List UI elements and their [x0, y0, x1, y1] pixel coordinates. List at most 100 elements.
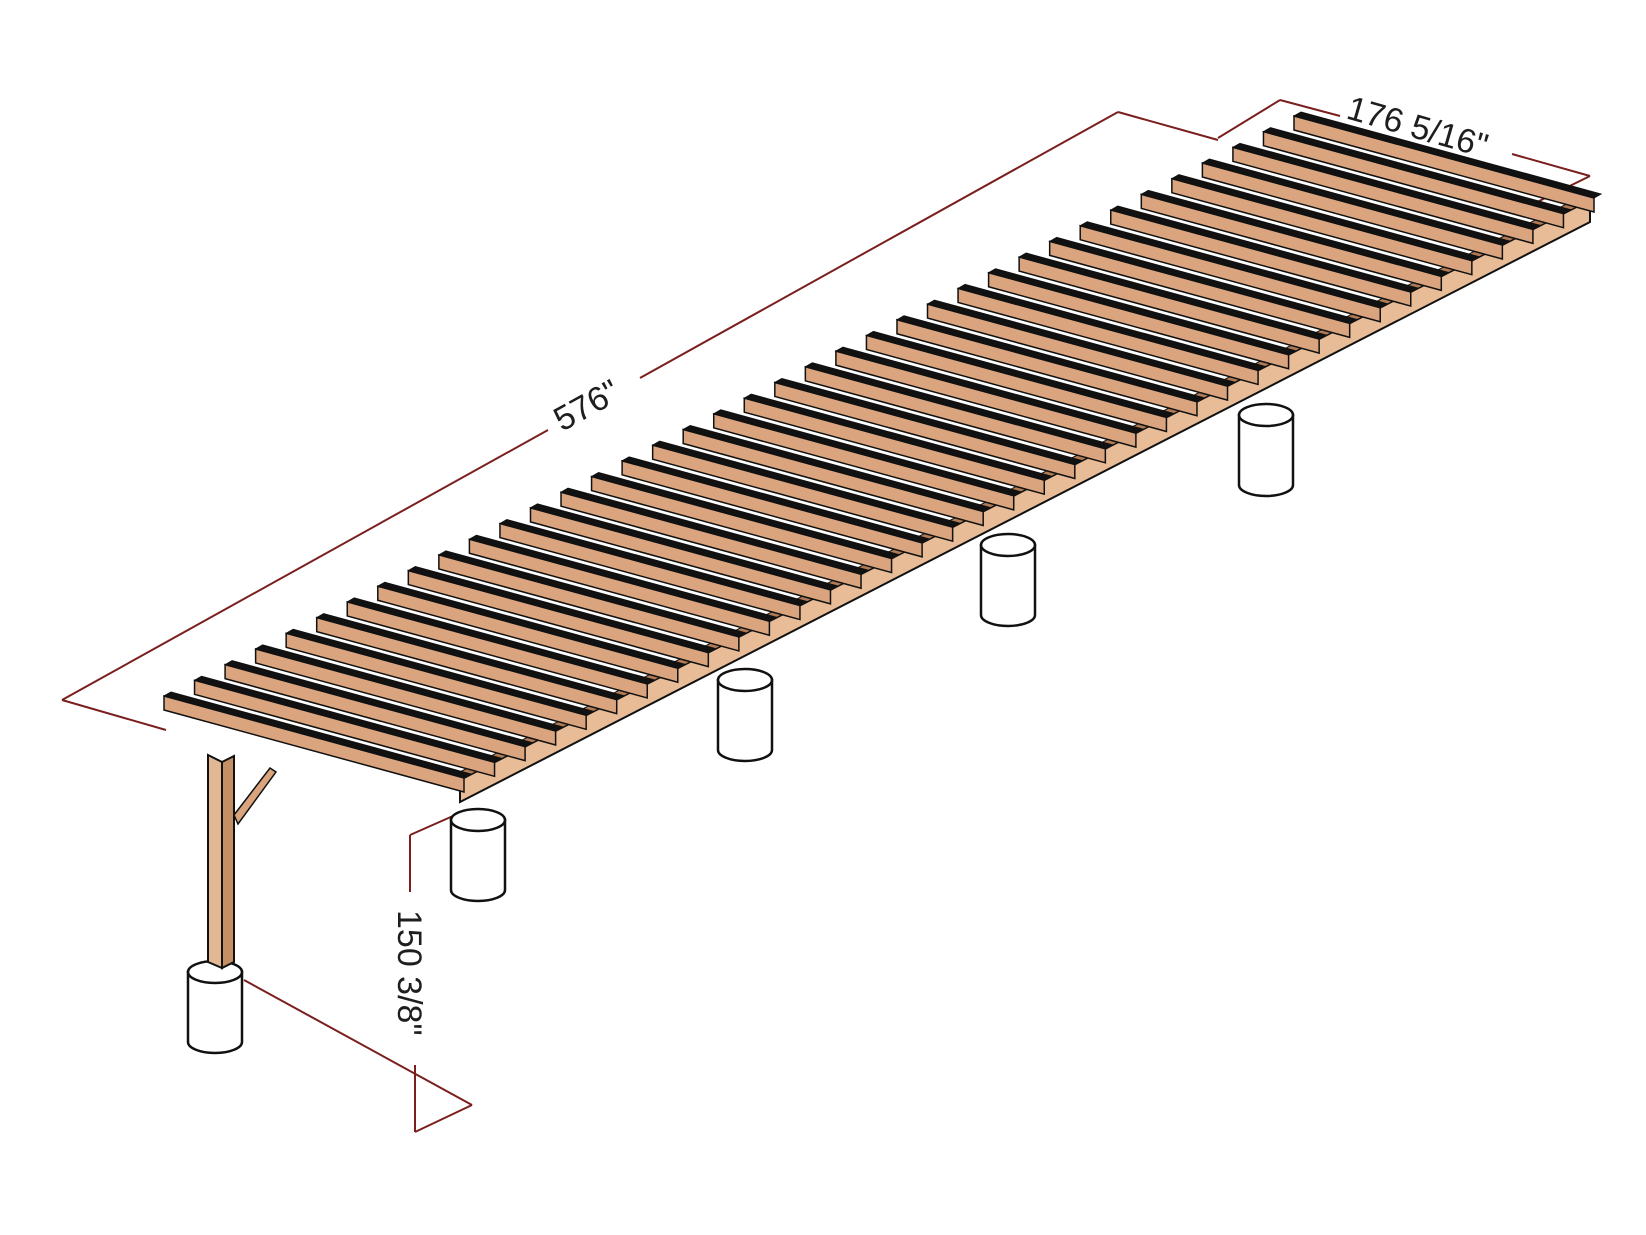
- rafter-top: [315, 613, 625, 701]
- rafter-top: [834, 346, 1145, 434]
- rafter-top: [1078, 221, 1389, 309]
- rafter-top: [956, 283, 1267, 371]
- rafter: [956, 283, 1267, 386]
- width-dim-line-b: [1511, 153, 1591, 177]
- height-label: 150 3/8": [390, 910, 428, 1036]
- length-ext-left: [61, 699, 167, 731]
- rafter: [223, 660, 534, 762]
- post-face: [207, 753, 223, 970]
- rafter: [681, 424, 992, 527]
- footing: [979, 532, 1037, 628]
- rafter: [1231, 142, 1542, 245]
- footing: [186, 959, 244, 1055]
- corner-post: [207, 753, 278, 970]
- rafter-top: [712, 409, 1023, 497]
- width-dim-line-a: [1279, 99, 1341, 117]
- rafter: [376, 581, 687, 684]
- rafter-top: [1048, 236, 1358, 324]
- footing-body: [1237, 413, 1295, 498]
- rafter-top: [651, 440, 961, 528]
- footing: [1237, 402, 1295, 498]
- rafter-top: [620, 456, 931, 544]
- footing-layer: [186, 402, 1295, 1055]
- height-ext-bottom-b: [414, 1104, 473, 1133]
- rafter-top: [1231, 142, 1542, 230]
- rafter: [895, 315, 1206, 417]
- post-brace: [233, 766, 278, 826]
- rafter: [651, 440, 961, 543]
- rafter-top: [1170, 174, 1481, 262]
- rafter-top: [590, 472, 900, 560]
- rafter-top: [284, 628, 595, 716]
- rafter: [834, 346, 1145, 449]
- rafter: [742, 393, 1053, 496]
- post-side: [221, 754, 235, 970]
- length-label: 576": [547, 372, 626, 439]
- footing-top: [449, 807, 507, 833]
- rafter-top: [865, 330, 1175, 418]
- rafter-top: [804, 362, 1114, 450]
- rafter: [284, 628, 595, 731]
- rafter: [773, 377, 1084, 480]
- length-ext-right: [1117, 111, 1219, 141]
- rafter-top: [1140, 189, 1450, 277]
- length-dim-line-b: [639, 111, 1119, 379]
- rafter: [193, 675, 503, 778]
- rafter: [1048, 236, 1358, 339]
- rafter-top: [1017, 252, 1328, 340]
- footing-top: [1237, 402, 1295, 428]
- rafter: [529, 503, 839, 605]
- rafter: [804, 362, 1114, 464]
- rafter: [1170, 174, 1481, 276]
- rafter-top: [1262, 127, 1572, 215]
- height-ext-bottom: [243, 979, 473, 1106]
- footing-body: [979, 543, 1037, 628]
- rafter: [407, 566, 717, 668]
- rafter-top: [529, 503, 839, 591]
- rafter: [498, 519, 809, 621]
- rafter-top: [162, 691, 473, 779]
- rafter-top: [437, 550, 748, 638]
- rafter-top: [345, 597, 656, 685]
- footing: [716, 667, 774, 763]
- rafter: [559, 487, 870, 590]
- rafter: [987, 268, 1297, 370]
- rafter-top: [559, 487, 870, 575]
- rafter: [345, 597, 656, 699]
- rafter-top: [254, 644, 564, 732]
- rafter: [315, 613, 625, 715]
- footing-body: [716, 678, 774, 763]
- footing-top: [979, 532, 1037, 558]
- rafter-layer: [162, 111, 1603, 793]
- rafter-top: [773, 377, 1084, 466]
- rafter-top: [407, 566, 717, 654]
- rafter-top: [498, 519, 809, 607]
- length-dim-line-a: [61, 429, 549, 701]
- rafter-top: [468, 534, 778, 622]
- footing-body: [186, 970, 244, 1055]
- footing-top: [716, 667, 774, 693]
- rafter: [926, 299, 1236, 402]
- rafter: [1201, 158, 1511, 261]
- rafter: [1017, 252, 1328, 355]
- rafter-top: [681, 424, 992, 513]
- rafter: [712, 409, 1023, 511]
- footing: [449, 807, 507, 903]
- rafter: [1109, 205, 1420, 308]
- rafter-top: [926, 299, 1236, 387]
- rafter: [620, 456, 931, 558]
- rafter-top: [376, 581, 687, 669]
- rafter-top: [1109, 205, 1420, 293]
- rafter: [468, 534, 778, 637]
- rafter-top: [1201, 158, 1511, 246]
- width-ext-top: [1217, 99, 1281, 139]
- rafter: [162, 691, 473, 793]
- rafter-top: [193, 675, 503, 763]
- rafter-top: [895, 315, 1206, 403]
- rafter-top: [987, 268, 1297, 356]
- rafter: [1078, 221, 1389, 323]
- rafter: [1292, 111, 1603, 213]
- footing-body: [449, 818, 507, 903]
- rafter: [865, 330, 1175, 433]
